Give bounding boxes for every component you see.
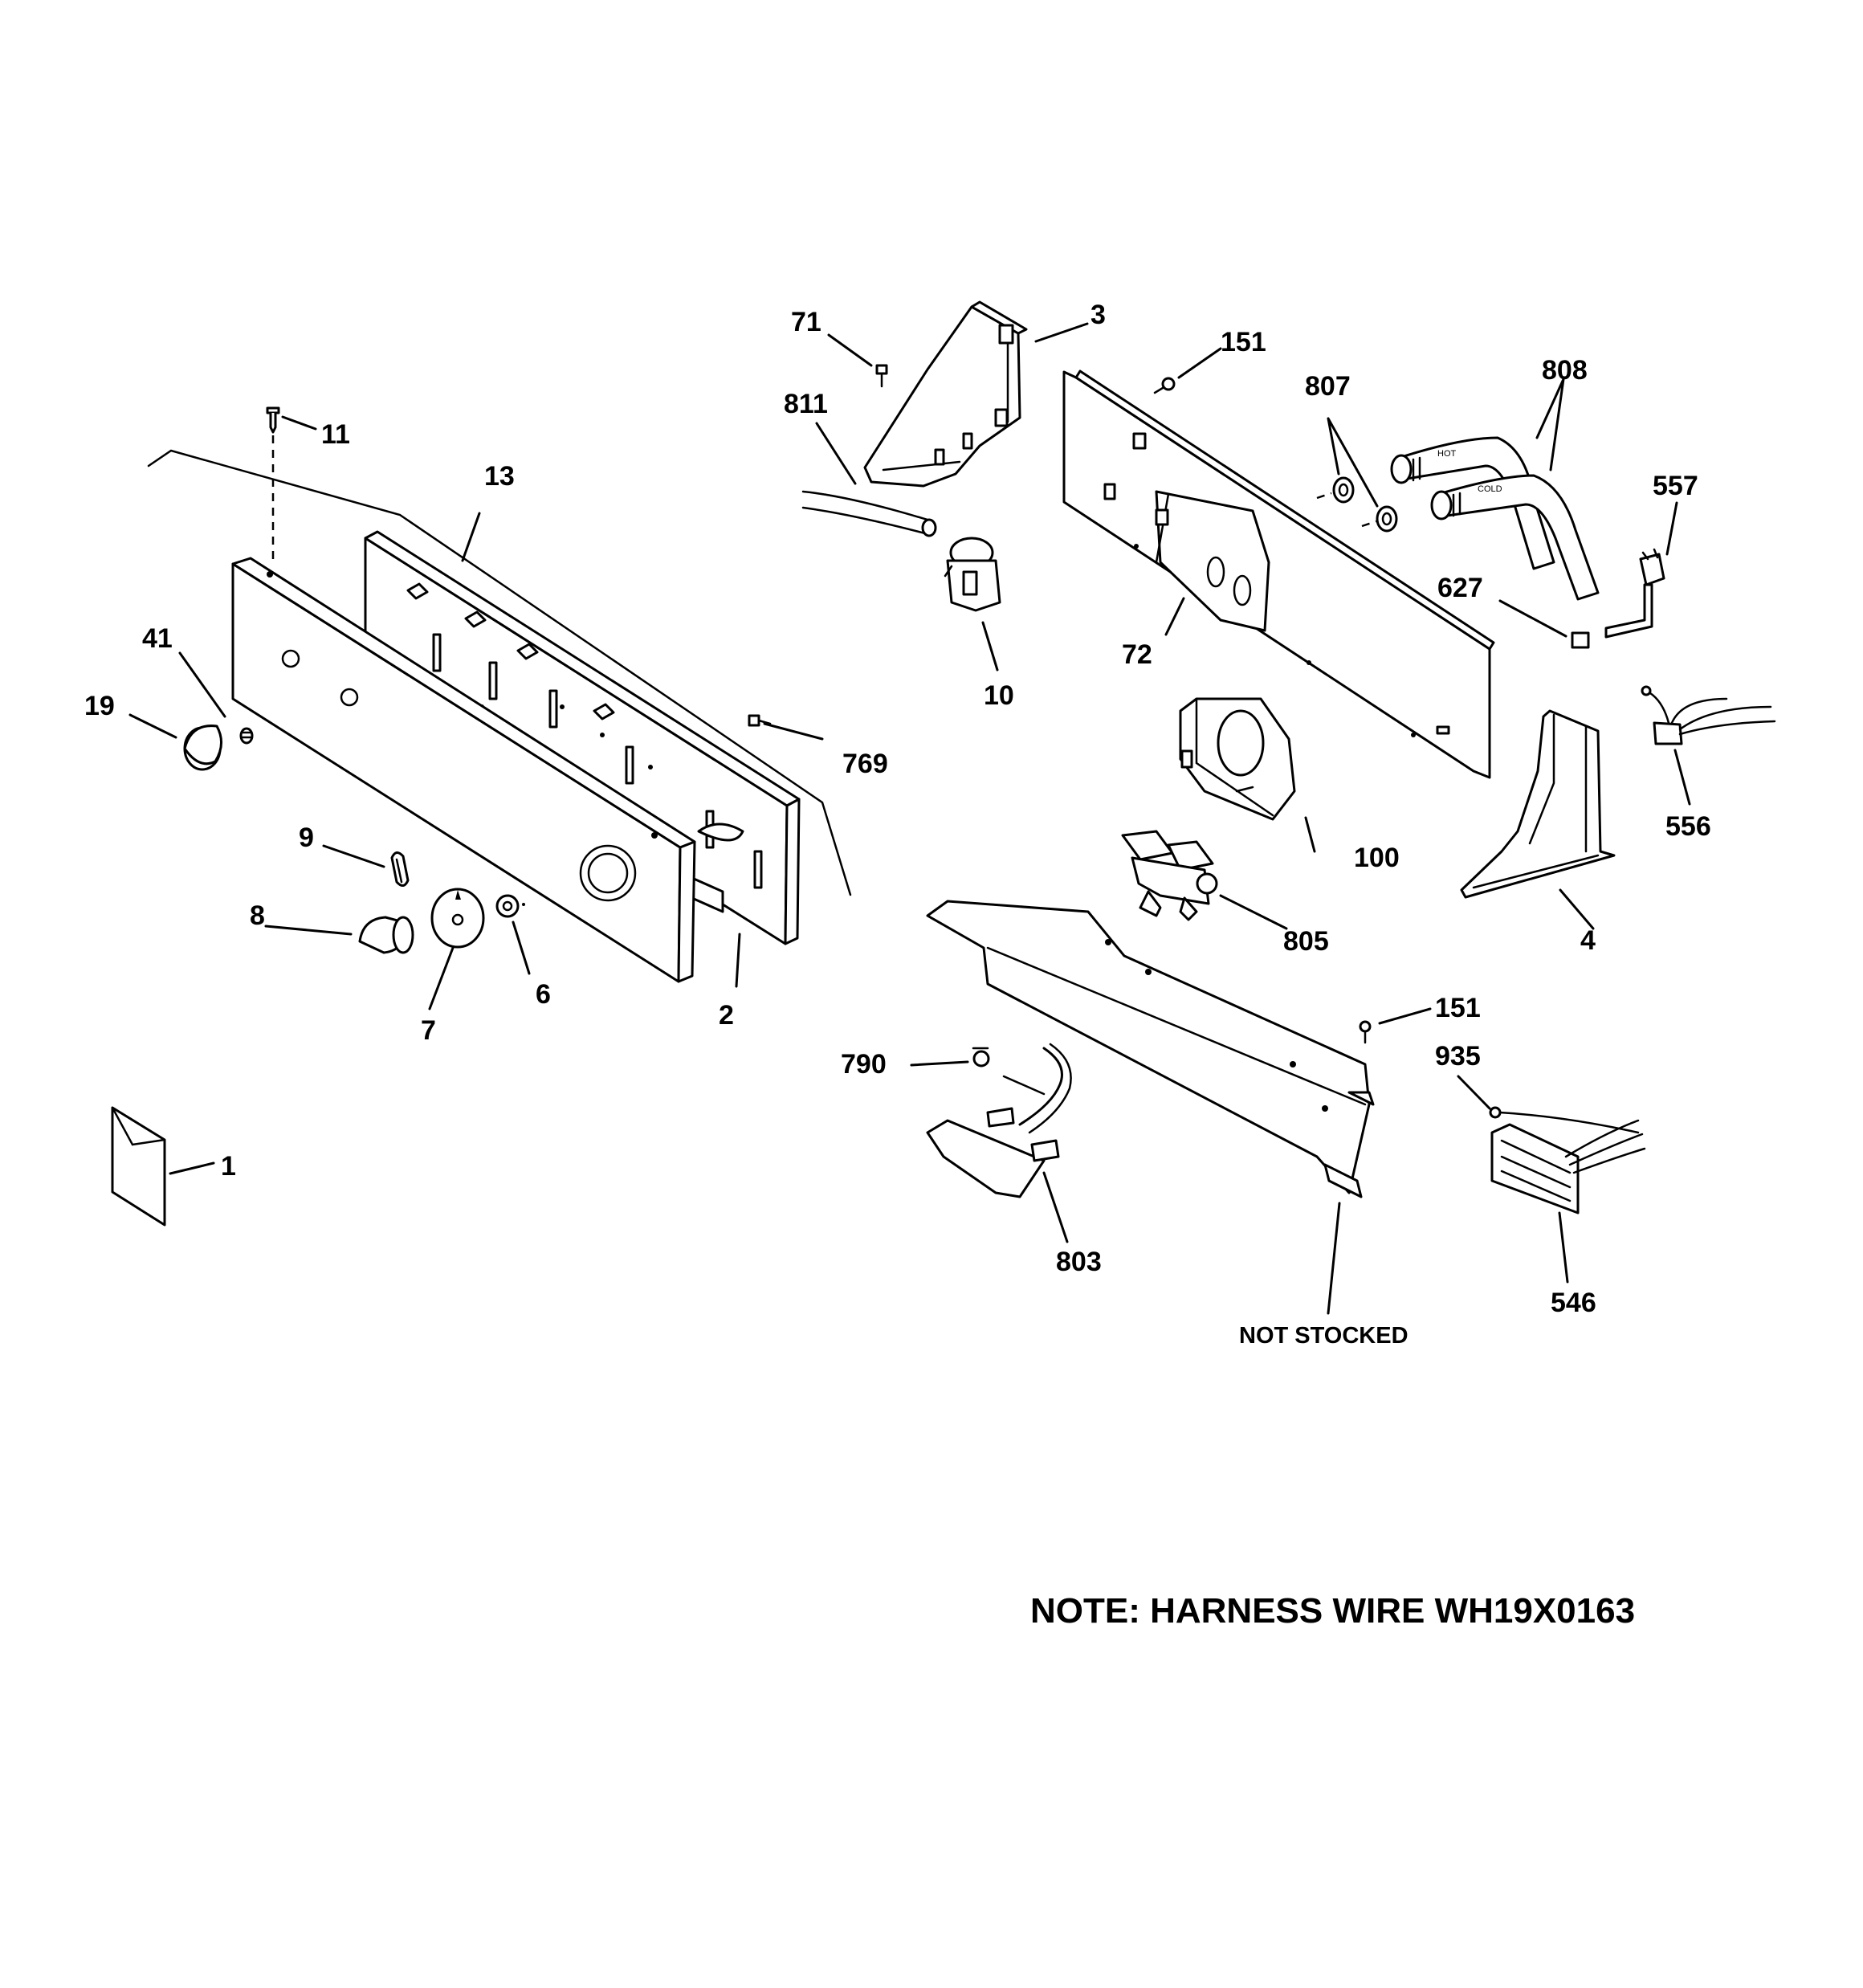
label-4: 4 [1580, 925, 1596, 956]
label-9: 9 [299, 823, 314, 853]
part-19-knob [183, 725, 222, 771]
label-627: 627 [1437, 573, 1483, 603]
label-556: 556 [1665, 811, 1711, 842]
label-11: 11 [321, 419, 350, 450]
label-769: 769 [842, 749, 888, 779]
part-9-clip [390, 851, 410, 887]
label-1: 1 [221, 1151, 236, 1182]
label-2: 2 [719, 1000, 734, 1031]
part-811-tube [801, 490, 937, 537]
part-10-pressure-switch [944, 537, 1001, 612]
harness-note: NOTE: HARNESS WIRE WH19X0163 [1030, 1591, 1635, 1631]
part-790-clamp [972, 1047, 990, 1067]
part-11-screw [266, 406, 280, 434]
label-805: 805 [1283, 926, 1329, 957]
hose-hot-label: HOT [1437, 449, 1457, 459]
part-808-fill-hoses: HOT COLD [1390, 436, 1600, 601]
part-803-dispenser [926, 1043, 1072, 1198]
label-6: 6 [536, 979, 551, 1010]
part-769-screw [748, 714, 772, 727]
label-10: 10 [984, 680, 1014, 711]
part-8-knob [358, 916, 414, 954]
part-805-water-valve [1121, 830, 1218, 921]
part-151-screw-bottom [1359, 1020, 1372, 1044]
part-4-end-cap [1460, 709, 1616, 899]
label-72: 72 [1122, 639, 1152, 670]
label-3: 3 [1090, 300, 1106, 330]
label-8: 8 [250, 900, 265, 931]
not-stocked-label: NOT STOCKED [1239, 1323, 1408, 1349]
label-19: 19 [84, 691, 115, 721]
label-7: 7 [421, 1015, 436, 1046]
label-803: 803 [1056, 1247, 1102, 1277]
label-811: 811 [784, 389, 828, 419]
label-546: 546 [1551, 1288, 1596, 1318]
part-935-wire [1489, 1106, 1640, 1134]
label-151-top: 151 [1221, 327, 1266, 357]
part-546-harness-block [1490, 1119, 1646, 1214]
label-935: 935 [1435, 1041, 1481, 1072]
part-100-timer [1179, 697, 1296, 821]
part-13-control-panel [231, 557, 696, 983]
part-7-dial [430, 888, 485, 949]
part-41-spring [239, 727, 254, 745]
part-151-screw-top [1153, 377, 1176, 394]
label-71: 71 [791, 307, 821, 337]
part-557-connector [1604, 548, 1665, 639]
part-72-rear-panel [1062, 369, 1495, 779]
part-6-nut [495, 894, 525, 918]
hose-cold-label: COLD [1478, 484, 1502, 494]
label-100: 100 [1354, 843, 1400, 873]
part-627-plug [1571, 631, 1590, 649]
part-71-screw [875, 364, 888, 388]
part-3-end-cap [863, 300, 1028, 488]
part-807-washers [1316, 476, 1398, 533]
not-stocked-base-bracket [926, 900, 1375, 1198]
label-557: 557 [1653, 471, 1698, 501]
label-151-bottom: 151 [1435, 993, 1481, 1023]
part-1-envelope [111, 1106, 166, 1227]
part-556-harness [1641, 685, 1776, 745]
panel-group-outline [147, 449, 852, 896]
label-41: 41 [142, 623, 173, 654]
label-790: 790 [841, 1049, 887, 1080]
label-808: 808 [1542, 355, 1588, 386]
label-807: 807 [1305, 371, 1351, 402]
label-13: 13 [484, 461, 515, 492]
leader-lines [128, 322, 1691, 1315]
